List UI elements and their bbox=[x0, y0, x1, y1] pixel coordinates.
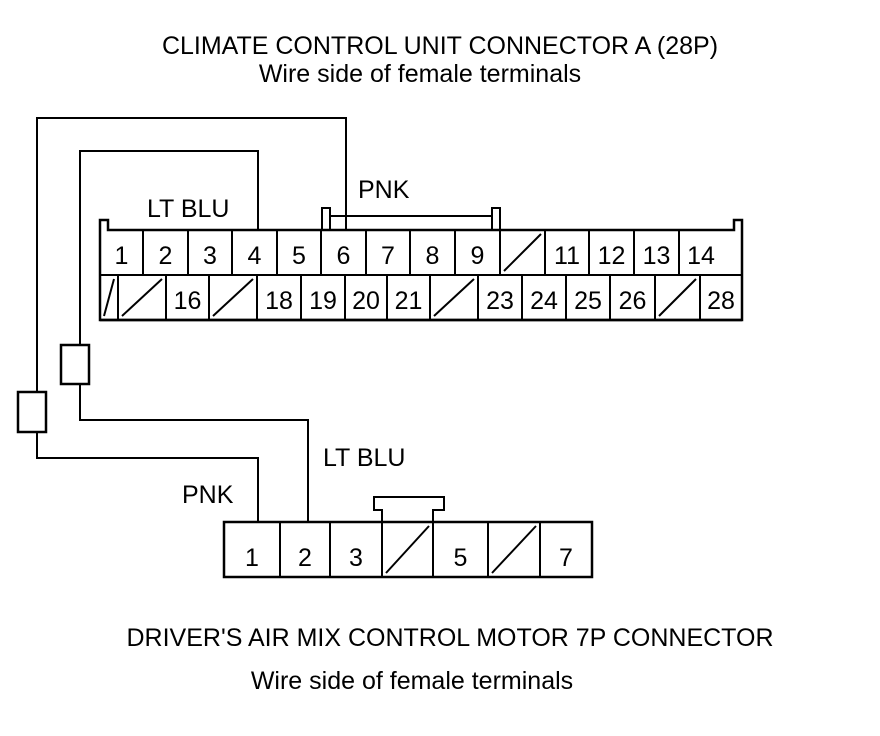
connector-b-pin: 7 bbox=[559, 544, 573, 572]
connector-a-pin: 23 bbox=[486, 287, 514, 315]
connector-a-pin: 20 bbox=[352, 287, 380, 315]
connector-a-pin: 21 bbox=[395, 287, 423, 315]
lt-blu-label-bottom: LT BLU bbox=[323, 444, 405, 472]
connector-b-body bbox=[222, 520, 594, 579]
pnk-wire-junction bbox=[16, 390, 48, 434]
connector-a-pin: 24 bbox=[530, 287, 558, 315]
connector-a-subtitle: Wire side of female terminals bbox=[259, 60, 581, 88]
connector-a-pin: 14 bbox=[687, 242, 715, 270]
connector-a-row2: 16 18 19 20 21 23 24 25 26 28 bbox=[103, 275, 735, 320]
connector-a-pin: 6 bbox=[337, 242, 351, 270]
connector-a-pin: 25 bbox=[574, 287, 602, 315]
connector-a-pin: 12 bbox=[598, 242, 626, 270]
connector-a-pin: 3 bbox=[203, 242, 217, 270]
connector-b-pin: 1 bbox=[245, 544, 259, 572]
lt-blu-wire-junction bbox=[59, 343, 91, 386]
connector-a-empty-cavity bbox=[103, 278, 115, 317]
connector-a-empty-cavity bbox=[212, 278, 254, 317]
pnk-label-bottom: PNK bbox=[182, 481, 234, 509]
connector-a-body bbox=[98, 218, 744, 322]
connector-a-pin: 13 bbox=[643, 242, 671, 270]
connector-b-empty-cavity bbox=[385, 525, 430, 574]
lt-blu-label-top: LT BLU bbox=[147, 195, 229, 223]
connector-a-pin: 7 bbox=[381, 242, 395, 270]
connector-a-pin: 1 bbox=[115, 242, 129, 270]
connector-a-pin: 16 bbox=[174, 287, 202, 315]
connector-a-empty-cavity bbox=[658, 278, 697, 317]
connector-a-pin: 11 bbox=[554, 242, 580, 270]
pnk-label-top: PNK bbox=[358, 176, 410, 204]
lt-blu-wire-lower bbox=[79, 384, 309, 522]
connector-b-lock-tab bbox=[373, 496, 445, 522]
connector-b-title: DRIVER'S AIR MIX CONTROL MOTOR 7P CONNEC… bbox=[127, 624, 774, 652]
connector-a-pin: 5 bbox=[292, 242, 306, 270]
connector-b-pins: 1 2 3 5 7 bbox=[245, 522, 573, 577]
connector-b-pin: 2 bbox=[298, 544, 312, 572]
connector-a-empty-cavity bbox=[121, 278, 163, 317]
connector-a-pin: 18 bbox=[265, 287, 293, 315]
pnk-wire bbox=[36, 117, 347, 392]
connector-b-pin: 3 bbox=[349, 544, 363, 572]
connector-a-pin: 2 bbox=[159, 242, 173, 270]
connector-b-empty-cavity bbox=[491, 525, 537, 574]
connector-a-lock-tab bbox=[321, 207, 501, 230]
connector-a-empty-cavity bbox=[433, 278, 475, 317]
connector-a-pin: 8 bbox=[426, 242, 440, 270]
connector-a-pin: 28 bbox=[707, 287, 735, 315]
connector-a-pin: 4 bbox=[248, 242, 262, 270]
connector-a-pin: 9 bbox=[471, 242, 485, 270]
connector-a-pin: 19 bbox=[309, 287, 337, 315]
connector-a-empty-cavity bbox=[503, 233, 542, 272]
lt-blu-wire bbox=[79, 150, 259, 345]
pnk-wire-lower bbox=[36, 432, 259, 522]
connector-a-pin: 26 bbox=[619, 287, 647, 315]
connector-a-title: CLIMATE CONTROL UNIT CONNECTOR A (28P) bbox=[162, 32, 718, 60]
connector-b-pin: 5 bbox=[454, 544, 468, 572]
connector-b-subtitle: Wire side of female terminals bbox=[251, 667, 573, 695]
